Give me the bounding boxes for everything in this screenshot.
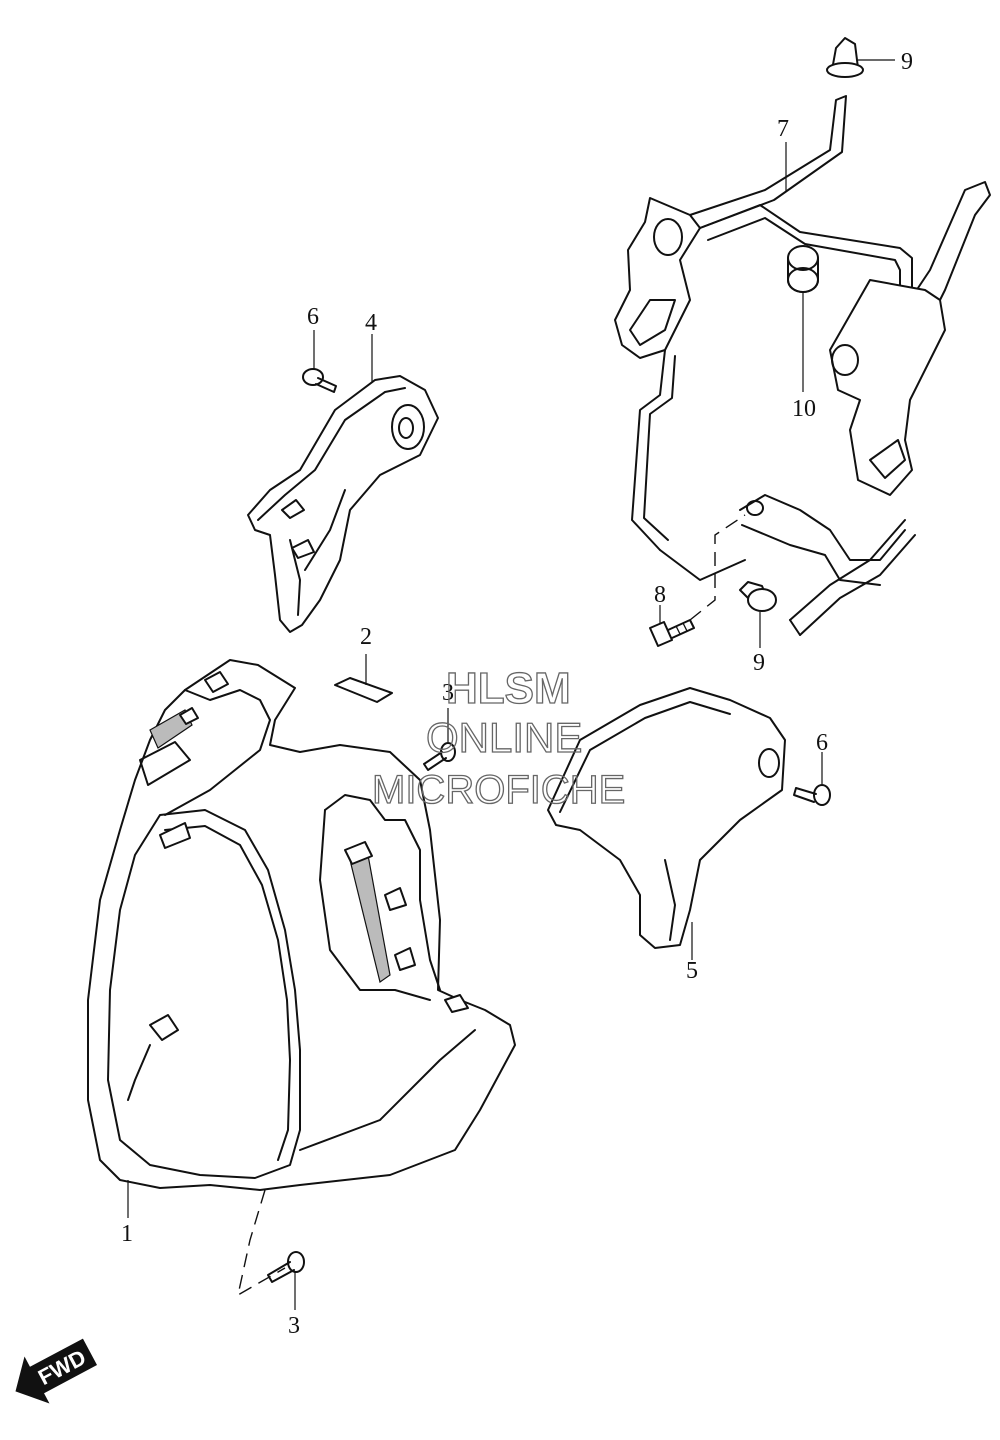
watermark-line-2: ONLINE — [426, 714, 582, 761]
callout-3b: 3 — [288, 1313, 300, 1339]
part-1-front-cowl — [87, 659, 516, 1297]
part-9a-clip-nut — [826, 37, 895, 78]
callout-4: 4 — [365, 310, 377, 336]
callout-8: 8 — [654, 582, 666, 608]
watermark: HLSM ONLINE MICROFICHE — [371, 663, 626, 812]
callout-9b: 9 — [753, 650, 765, 676]
fwd-arrow-shape — [15, 1338, 98, 1404]
part-8-bolt — [649, 514, 746, 647]
watermark-line-1: HLSM — [446, 664, 571, 713]
part-3a-screw — [423, 708, 456, 771]
watermark-line-3: MICROFICHE — [372, 768, 625, 812]
callout-5: 5 — [686, 958, 698, 984]
forward-direction-arrow: FWD — [15, 1338, 98, 1404]
callout-6b: 6 — [816, 730, 828, 756]
part-7-bracket-frame — [614, 95, 991, 636]
callout-7: 7 — [777, 116, 789, 142]
part-4-inner-panel — [247, 334, 439, 633]
callout-1: 1 — [121, 1221, 133, 1247]
part-9b-clip-nut — [739, 581, 777, 648]
callout-labels: 1 2 3 3 4 5 6 6 7 8 9 9 10 — [121, 49, 913, 1339]
part-5-side-panel — [547, 687, 786, 960]
part-6a-screw — [302, 330, 337, 393]
callout-10: 10 — [792, 396, 816, 422]
part-3b-screw — [267, 1251, 305, 1310]
part-10-grommet — [787, 245, 819, 392]
callout-3a: 3 — [442, 680, 454, 706]
part-2-pad — [334, 654, 393, 703]
callout-6a: 6 — [307, 304, 319, 330]
callout-9a: 9 — [901, 49, 913, 75]
callout-2: 2 — [360, 624, 372, 650]
part-6b-screw — [793, 752, 831, 806]
